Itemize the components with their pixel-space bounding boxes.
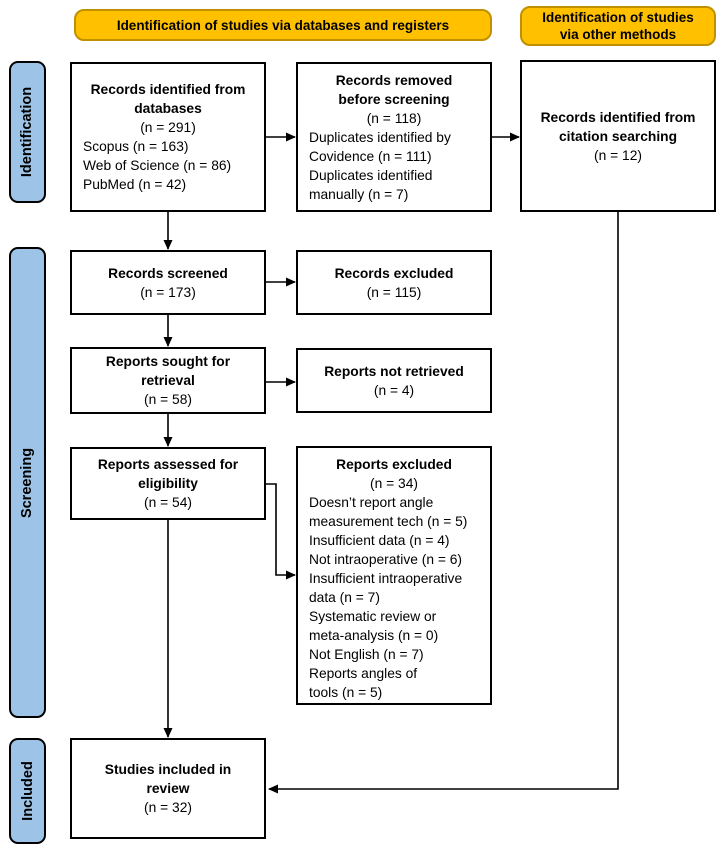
box-title: Reports sought for retrieval: [105, 354, 231, 388]
box-list-item: PubMed (n = 42): [83, 177, 187, 192]
stage-label-screening: Screening: [9, 247, 46, 718]
box-records-screened: Records screened (n = 173): [70, 250, 266, 315]
box-list: Doesn’t report angle measurement tech (n…: [298, 493, 490, 702]
box-reports-excluded: Reports excluded (n = 34) Doesn’t report…: [296, 446, 492, 705]
box-title: Records identified from databases: [90, 82, 246, 116]
box-records-removed: Records removed before screening (n = 11…: [296, 62, 492, 212]
box-count: (n = 118): [366, 110, 422, 126]
box-count: (n = 173): [140, 284, 196, 300]
stage-label-text: Screening: [19, 447, 36, 518]
box-title: Records excluded: [334, 265, 454, 281]
box-title: Records screened: [108, 265, 228, 281]
arrow-assessed-to-reports-excluded: [266, 483, 296, 580]
box-records-identified: Records identified from databases (n = 2…: [70, 62, 266, 212]
stage-label-included: Included: [9, 738, 46, 844]
box-list-item: Duplicates identified by Covidence (n = …: [309, 129, 451, 164]
box-list-item: Doesn’t report angle measurement tech (n…: [309, 495, 468, 529]
box-list-item: Systematic review or meta-analysis (n = …: [309, 609, 439, 643]
box-list-item: Not English (n = 7): [309, 647, 424, 662]
box-records-excluded: Records excluded (n = 115): [296, 250, 492, 315]
box-title: Reports assessed for eligibility: [97, 457, 239, 491]
box-list-item: Insufficient intraoperative data (n = 7): [309, 571, 463, 605]
box-title: Records identified from citation searchi…: [540, 109, 696, 144]
box-title: Records removed before screening: [335, 72, 453, 107]
stage-label-identification: Identification: [9, 61, 46, 203]
banner-databases-registers: Identification of studies via databases …: [74, 9, 492, 41]
box-count: (n = 54): [144, 495, 192, 510]
box-list-item: Duplicates identified manually (n = 7): [309, 167, 433, 202]
box-reports-sought: Reports sought for retrieval (n = 58): [70, 347, 266, 414]
box-list-item: Not intraoperative (n = 6): [309, 552, 462, 567]
stage-label-text: Identification: [19, 86, 36, 178]
box-title: Studies included in review: [104, 762, 232, 796]
box-count: (n = 115): [366, 284, 422, 300]
box-citation-searching: Records identified from citation searchi…: [520, 60, 716, 212]
box-count: (n = 32): [144, 800, 192, 815]
box-reports-assessed: Reports assessed for eligibility (n = 54…: [70, 447, 266, 520]
box-title: Reports excluded: [336, 457, 452, 472]
box-count: (n = 291): [140, 120, 196, 135]
box-studies-included: Studies included in review (n = 32): [70, 738, 266, 839]
box-list: Scopus (n = 163) Web of Science (n = 86) P…: [72, 137, 264, 194]
box-list-item: Reports angles of tools (n = 5): [309, 666, 418, 700]
box-reports-not-retrieved: Reports not retrieved (n = 4): [296, 348, 492, 413]
box-count: (n = 4): [373, 382, 415, 398]
box-list-item: Web of Science (n = 86): [83, 158, 232, 173]
box-count: (n = 34): [370, 476, 418, 491]
box-list-item: Scopus (n = 163): [83, 139, 189, 154]
box-list: Duplicates identified by Covidence (n = …: [298, 128, 490, 204]
banner-other-methods: Identification of studies via other meth…: [520, 6, 716, 46]
box-title: Reports not retrieved: [324, 363, 464, 379]
box-list-item: Insufficient data (n = 4): [309, 533, 450, 548]
box-count: (n = 58): [144, 392, 192, 407]
box-count: (n = 12): [594, 147, 642, 163]
stage-label-text: Included: [19, 761, 36, 821]
